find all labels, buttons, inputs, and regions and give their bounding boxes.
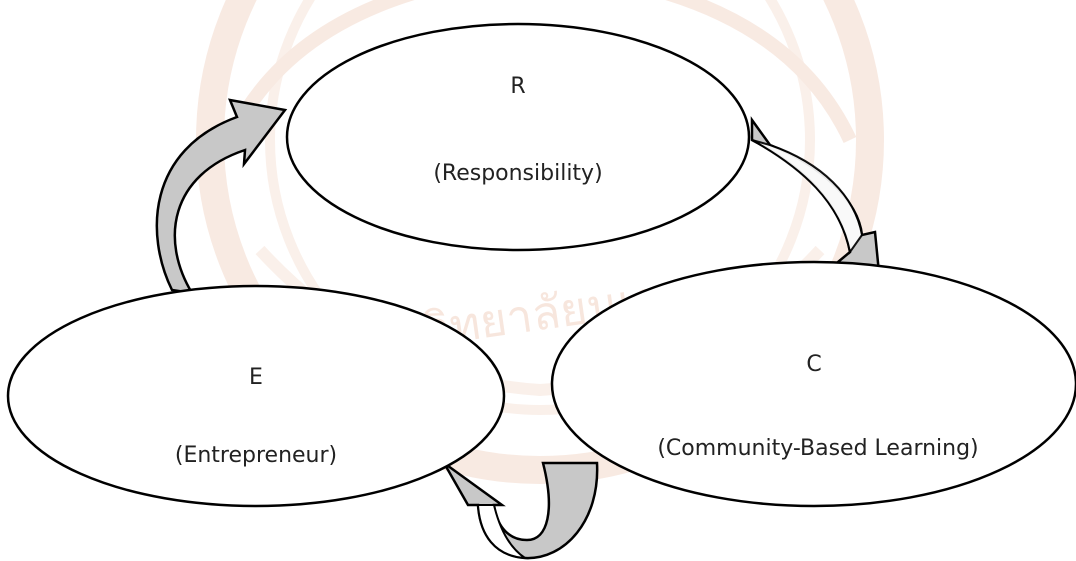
arrow-e-to-r	[155, 98, 288, 295]
node-community-based-learning: C (Community-Based Learning)	[550, 260, 1076, 508]
node-e-letter: E	[249, 365, 263, 390]
node-c-label: (Community-Based Learning)	[657, 436, 978, 461]
node-r-label: (Responsibility)	[433, 161, 602, 186]
node-e-label: (Entrepreneur)	[175, 443, 337, 468]
node-entrepreneur: E (Entrepreneur)	[6, 284, 506, 508]
arrow-c-to-e	[442, 461, 599, 560]
node-responsibility: R (Responsibility)	[285, 22, 751, 252]
node-r-letter: R	[510, 74, 525, 99]
node-c-letter: C	[806, 352, 821, 377]
